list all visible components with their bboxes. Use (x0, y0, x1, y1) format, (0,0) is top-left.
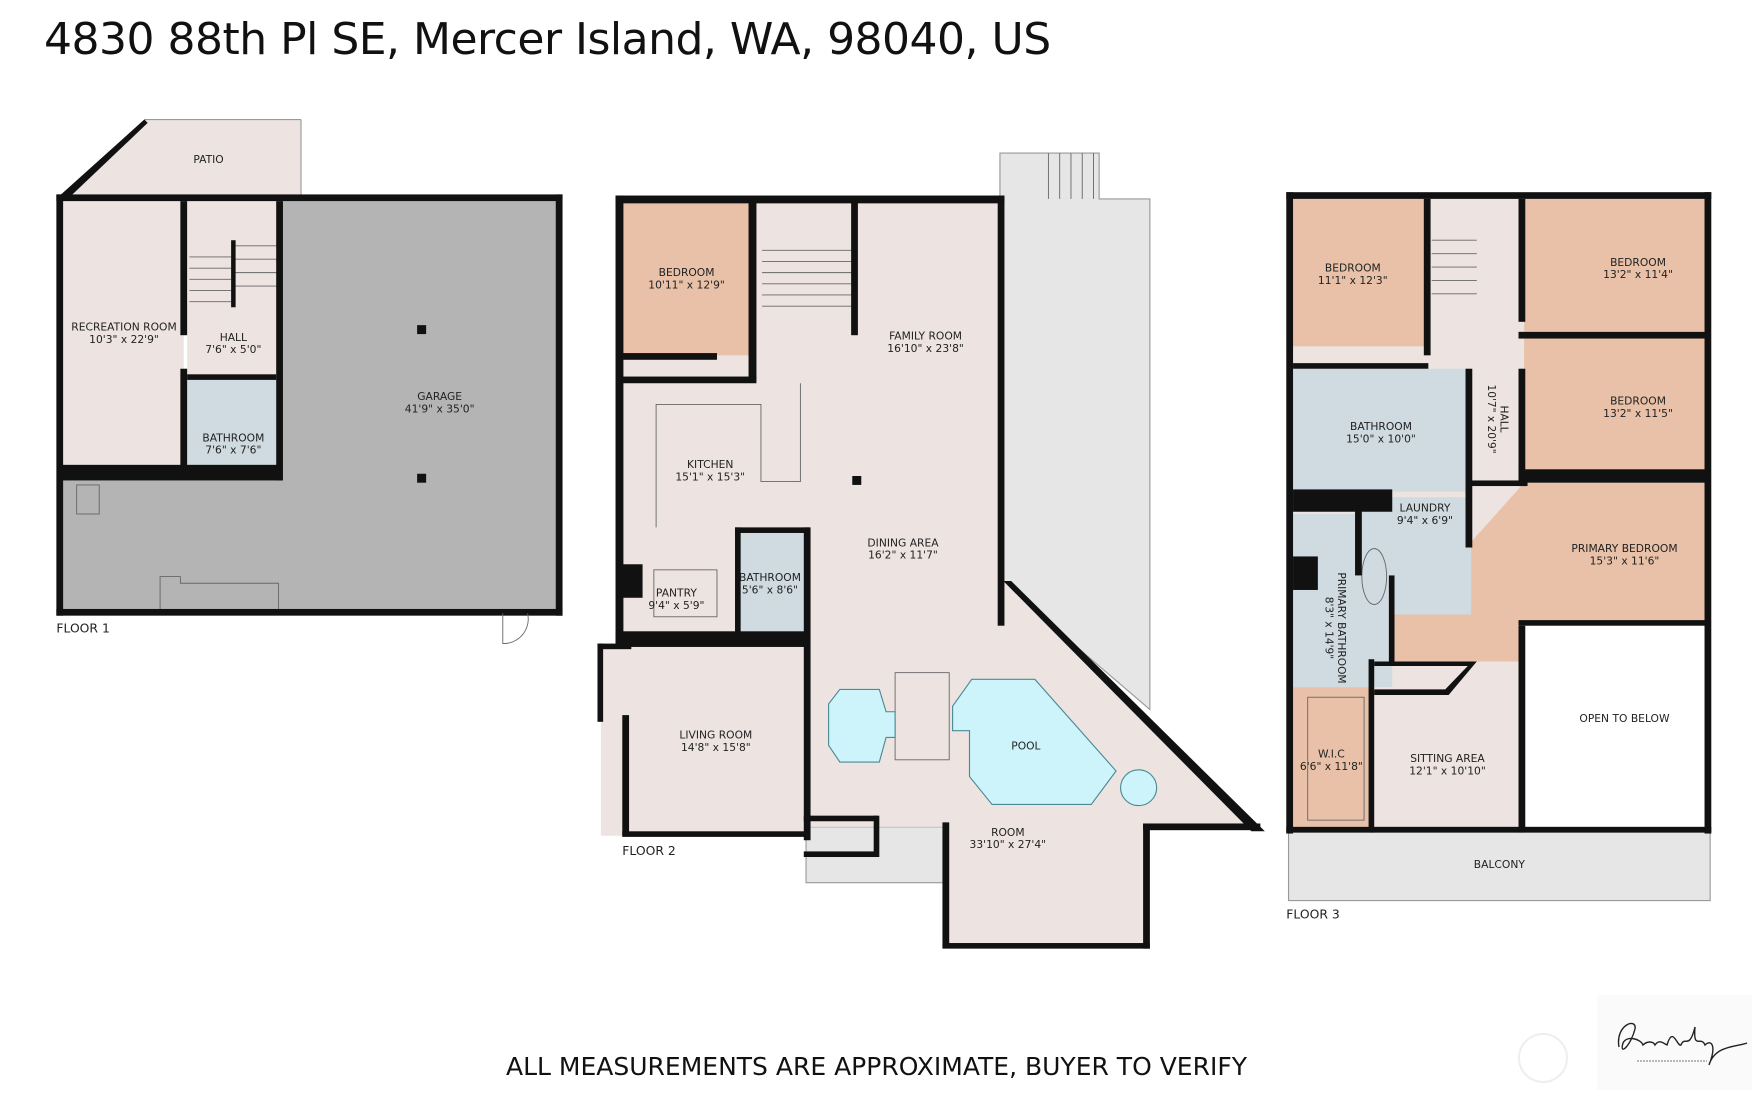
room-label: HALL (220, 331, 247, 344)
room-dims: 7'6" x 7'6" (205, 444, 261, 457)
photographer-logo (1597, 995, 1752, 1090)
room-dims: 7'6" x 5'0" (205, 343, 261, 356)
primary-bedroom (1392, 482, 1706, 662)
room-label: PANTRY (656, 587, 697, 600)
room-dims: 16'10" x 23'8" (887, 342, 964, 355)
recreation-room (63, 201, 184, 465)
wic (1293, 687, 1374, 827)
bedroom (1524, 198, 1706, 332)
room-label: BEDROOM (1610, 256, 1666, 269)
room-label: BATHROOM (1350, 420, 1412, 433)
room-dims: 13'2" x 11'5" (1603, 407, 1673, 420)
patio (58, 119, 301, 197)
room-dims: 9'4" x 6'9" (1397, 514, 1453, 527)
pool-spa (828, 688, 896, 763)
floor-2: BEDROOM 10'11" x 12'9" FAMILY ROOM 16'10… (597, 152, 1265, 949)
room-label: DINING AREA (867, 536, 939, 549)
room-label: W.I.C (1318, 748, 1345, 761)
bedroom (1524, 337, 1706, 471)
floor-3: BEDROOM 11'1" x 12'3" BEDROOM 13'2" x 11… (1286, 192, 1712, 922)
room-label: BEDROOM (659, 266, 715, 279)
bathroom (738, 530, 804, 632)
floor-label: FLOOR 1 (56, 621, 110, 635)
room-label: POOL (1011, 740, 1040, 753)
room-dims: 15'0" x 10'0" (1346, 433, 1416, 446)
room-label: KITCHEN (687, 458, 733, 471)
room-dims: 15'1" x 15'3" (675, 471, 745, 484)
room-label: BALCONY (1474, 858, 1526, 871)
room-dims: 5'6" x 8'6" (742, 583, 798, 596)
room-label: PATIO (193, 153, 223, 166)
page-title: 4830 88th Pl SE, Mercer Island, WA, 9804… (44, 14, 1051, 65)
primary-bathroom (1293, 513, 1393, 688)
room-label: ROOM (991, 826, 1025, 839)
circle-icon (1518, 1033, 1568, 1083)
bedroom (621, 203, 754, 356)
room-label: RECREATION ROOM (71, 321, 176, 334)
room-dims: 10'7" x 20'9" (1485, 384, 1498, 453)
room-dims: 10'3" x 22'9" (89, 333, 159, 346)
open-to-below (1524, 621, 1706, 827)
room-label: SITTING AREA (1410, 752, 1485, 765)
room-label: GARAGE (417, 390, 462, 403)
room-label: LAUNDRY (1399, 502, 1450, 515)
room-dims: 11'1" x 12'3" (1318, 274, 1388, 287)
floor-label: FLOOR 2 (622, 844, 676, 858)
room-dims: 9'4" x 5'9" (648, 599, 704, 612)
living-room (600, 645, 807, 836)
room-label: LIVING ROOM (679, 729, 752, 742)
bathroom (187, 379, 277, 465)
room-label: BATHROOM (202, 431, 264, 444)
room-dims: 12'1" x 10'10" (1409, 764, 1486, 777)
room-label: PRIMARY BATHROOM (1335, 572, 1348, 683)
room-dims: 14'8" x 15'8" (681, 741, 751, 754)
signature-icon (1617, 1022, 1748, 1066)
garage (58, 201, 561, 614)
room-label: BEDROOM (1610, 395, 1666, 408)
room-dims: 10'11" x 12'9" (648, 278, 725, 291)
bedroom (1293, 198, 1427, 347)
room-label: OPEN TO BELOW (1579, 712, 1670, 725)
room-dims: 41'9" x 35'0" (405, 402, 475, 415)
room-label: BATHROOM (739, 571, 801, 584)
room-dims: 13'2" x 11'4" (1603, 268, 1673, 281)
floor-1: PATIO RECREATION ROOM 10'3" x 22'9" HALL… (56, 118, 563, 645)
room-label: PRIMARY BEDROOM (1571, 542, 1677, 555)
room-dims: 6'6" x 11'8" (1300, 760, 1363, 773)
room-label: BEDROOM (1325, 262, 1381, 275)
floor-label: FLOOR 3 (1286, 908, 1340, 922)
room-dims: 16'2" x 11'7" (868, 549, 938, 562)
bathroom (1293, 368, 1472, 492)
pool (952, 678, 1117, 806)
room-dims: 8'3" x 14'9" (1323, 597, 1336, 659)
disclaimer: ALL MEASUREMENTS ARE APPROXIMATE, BUYER … (506, 1052, 1247, 1081)
room-dims: 15'3" x 11'6" (1590, 554, 1660, 567)
room-label: FAMILY ROOM (889, 330, 962, 343)
room-dims: 33'10" x 27'4" (970, 838, 1047, 851)
room-label: HALL (1497, 405, 1510, 432)
